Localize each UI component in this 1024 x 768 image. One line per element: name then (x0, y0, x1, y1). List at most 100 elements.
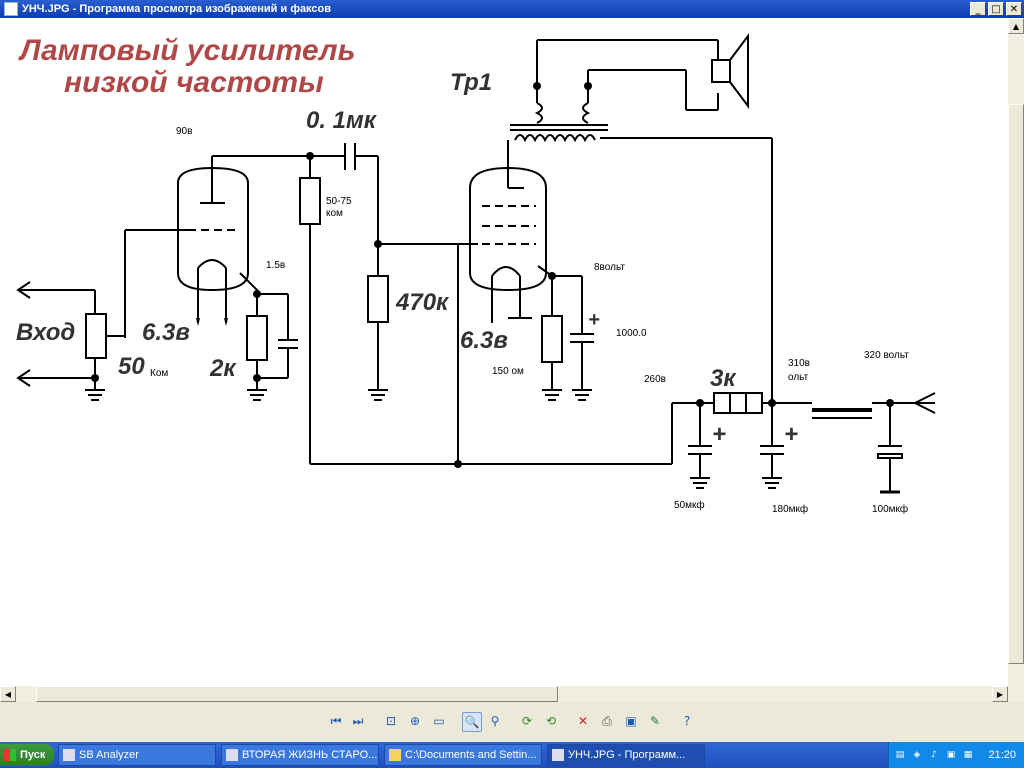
task-sb-analyzer[interactable]: SB Analyzer (58, 744, 216, 766)
plus-2: + (712, 421, 726, 448)
taskbar: Пуск SB Analyzer ВТОРАЯ ЖИЗНЬ СТАРО... C… (0, 742, 1024, 768)
task-browser[interactable]: ВТОРАЯ ЖИЗНЬ СТАРО... (221, 744, 379, 766)
window-title: УНЧ.JPG - Программа просмотра изображени… (22, 3, 332, 15)
scroll-left-button[interactable]: ◀ (0, 686, 16, 702)
display-icon[interactable]: ▣ (946, 750, 956, 760)
horizontal-scrollbar[interactable]: ◀ ▶ (0, 686, 1024, 702)
task-label: УНЧ.JPG - Программ... (568, 749, 686, 761)
plus-3: + (784, 421, 798, 448)
arrow-right-icon: ▶ (996, 689, 1004, 699)
scroll-up-button[interactable]: ▲ (1008, 18, 1024, 34)
prev-image-button[interactable]: ⏮ (327, 712, 345, 730)
browser-icon (226, 749, 238, 761)
rotate-counterclockwise-icon: ⟲ (545, 714, 557, 728)
label-r470k: 470к (395, 289, 450, 316)
task-label: ВТОРАЯ ЖИЗНЬ СТАРО... (242, 749, 378, 761)
volume-icon[interactable]: ♪ (931, 750, 937, 760)
next-image-button[interactable]: ⏭ (349, 712, 367, 730)
language-flag-icon[interactable]: ▦ (963, 750, 973, 760)
scroll-right-button[interactable]: ▶ (992, 686, 1008, 702)
task-explorer[interactable]: C:\Documents and Settin... (384, 744, 542, 766)
transformer-secondary (534, 102, 543, 124)
pentode-tube (469, 166, 547, 292)
zoom-out-icon: ⚲ (490, 714, 500, 728)
best-fit-icon: ⊡ (385, 714, 397, 728)
label-8v: 8вольт (594, 262, 625, 273)
label-tr1: Тр1 (450, 69, 492, 96)
label-c50: 50мкф (674, 499, 705, 511)
input-potentiometer (85, 313, 107, 359)
actual-size-button[interactable]: ⊕ (406, 712, 424, 730)
print-button[interactable]: ⎙ (598, 712, 616, 730)
label-input: Вход (16, 319, 75, 346)
image-viewer-icon (552, 749, 564, 761)
task-label: C:\Documents and Settin... (405, 749, 537, 761)
windows-flag-icon (4, 749, 16, 761)
image-viewport: Ламповый усилитель низкой частоты Тр1 0.… (0, 18, 1008, 686)
resistor-470k (367, 275, 389, 323)
minimize-button[interactable]: _ (970, 2, 986, 16)
system-tray: ▤ ◈ ♪ ▣ ▦ 21:20 (888, 742, 1024, 768)
print-icon: ⎙ (602, 713, 612, 728)
slideshow-button[interactable]: ▭ (430, 712, 448, 730)
save-button[interactable]: ▣ (622, 712, 640, 730)
rotate-counterclockwise-button[interactable]: ⟲ (542, 712, 560, 730)
vertical-scrollbar[interactable]: ▲ (1008, 18, 1024, 686)
task-image-viewer[interactable]: УНЧ.JPG - Программ... (547, 744, 705, 766)
speaker (711, 59, 731, 83)
maximize-button[interactable]: □ (988, 2, 1004, 16)
schematic-title-line1: Ламповый усилитель (18, 34, 355, 67)
label-260v: 260в (644, 374, 666, 385)
arrow-left-icon: ◀ (4, 689, 12, 699)
label-r150: 150 ом (492, 366, 524, 377)
folder-icon (389, 749, 401, 761)
viewer-toolbar: ⏮ ⏭ ⊡ ⊕ ▭ 🔍 ⚲ ⟳ ⟲ ✕ ⎙ ▣ ✎ ? (0, 702, 1024, 742)
clock[interactable]: 21:20 (988, 749, 1016, 761)
best-fit-button[interactable]: ⊡ (382, 712, 400, 730)
label-pot-50: 50 (118, 353, 145, 380)
app-icon (63, 749, 75, 761)
edit-button[interactable]: ✎ (646, 712, 664, 730)
vertical-scroll-thumb[interactable] (1008, 104, 1024, 664)
next-image-icon: ⏭ (352, 713, 364, 728)
label-c1000: 1000.0 (616, 328, 647, 339)
zoom-in-icon: 🔍 (464, 715, 480, 729)
label-heater1: 6.3в (142, 319, 190, 346)
plus-1: + (588, 309, 600, 331)
zoom-in-button[interactable]: 🔍 (462, 712, 482, 732)
transformer-primary (514, 134, 596, 143)
label-1-5v: 1.5в (266, 260, 285, 271)
close-button[interactable]: ✕ (1006, 2, 1022, 16)
label-c100: 100мкф (872, 503, 908, 515)
label-heater2: 6.3в (460, 327, 508, 354)
label-cap-top: 0. 1мк (306, 107, 378, 134)
help-button[interactable]: ? (678, 712, 696, 730)
triode-tube (177, 166, 249, 292)
slideshow-icon: ▭ (433, 714, 445, 728)
shield-icon[interactable]: ◈ (913, 750, 921, 760)
schematic-image: Ламповый усилитель низкой частоты Тр1 0.… (16, 33, 936, 515)
actual-size-icon: ⊕ (409, 714, 421, 728)
resistor-50-75k (299, 177, 321, 225)
edit-icon: ✎ (649, 714, 661, 728)
label-90v: 90в (176, 126, 192, 137)
resistor-150-ohm (541, 315, 563, 363)
label-310v-a: 310в (788, 358, 810, 369)
label-310v-b: ольт (788, 372, 809, 383)
app-icon (4, 2, 18, 16)
label-r-50-75-a: 50-75 (326, 196, 352, 207)
network-icon[interactable]: ▤ (895, 750, 905, 760)
label-r-50-75-b: ком (326, 208, 343, 219)
task-label: SB Analyzer (79, 749, 139, 761)
label-r3k: 3к (710, 365, 737, 392)
schematic-title-line2: низкой частоты (64, 66, 324, 99)
rotate-clockwise-button[interactable]: ⟳ (518, 712, 536, 730)
delete-button[interactable]: ✕ (574, 712, 592, 730)
horizontal-scroll-thumb[interactable] (36, 686, 558, 702)
prev-image-icon: ⏮ (330, 713, 342, 728)
rotate-clockwise-icon: ⟳ (521, 714, 533, 728)
zoom-out-button[interactable]: ⚲ (486, 712, 504, 730)
start-button[interactable]: Пуск (0, 744, 54, 766)
help-icon: ? (683, 714, 691, 728)
resistor-3k (713, 392, 763, 414)
